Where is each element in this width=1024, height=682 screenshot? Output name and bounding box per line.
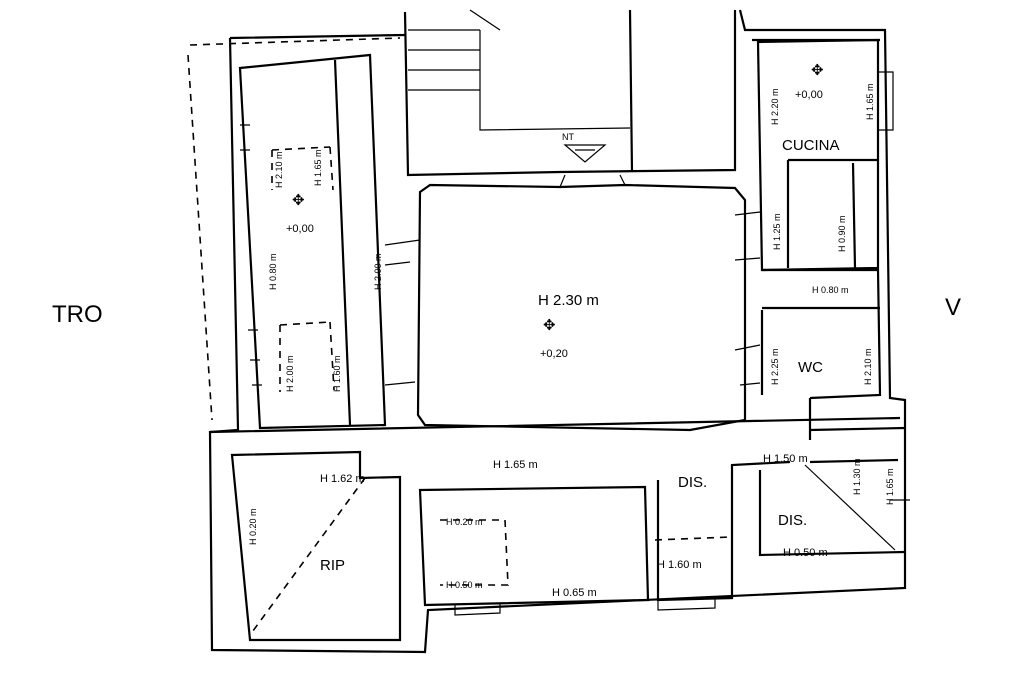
- side-label-right: V: [945, 294, 961, 321]
- rip-height: H 0.20 m: [248, 508, 258, 545]
- level-marker-icon: ✥: [292, 192, 305, 209]
- left-niche-lower: [279, 321, 335, 392]
- dis-h-165: H 1.65 m: [885, 468, 895, 505]
- left-room-walls: [238, 53, 387, 430]
- main-room-doors: [384, 174, 761, 386]
- dis-h-130: H 1.30 m: [852, 458, 862, 495]
- kitchen-h-low-left: H 1.25 m: [772, 213, 782, 250]
- kitchen-window: [878, 71, 894, 131]
- wc-name: WC: [798, 359, 823, 376]
- corridor-h-162: H 1.62 m: [320, 473, 365, 485]
- kitchen-h-left: H 2.20 m: [770, 88, 780, 125]
- dis-name-1: DIS.: [678, 474, 707, 491]
- nt-label: NT: [562, 132, 574, 142]
- main-room-walls: [416, 183, 747, 432]
- property-boundary: [187, 37, 401, 421]
- main-room-height: H 2.30 m: [538, 292, 599, 309]
- dis-name-2: DIS.: [778, 512, 807, 529]
- niche-h-top: H 0.20 m: [446, 517, 483, 527]
- dis-h-050: H 0.50 m: [783, 547, 828, 559]
- kitchen-walls: [756, 38, 880, 272]
- wc-h-right: H 2.10 m: [863, 348, 873, 385]
- corridor-walls: [209, 416, 906, 642]
- left-room-windows: [240, 124, 262, 386]
- room-h-065: H 0.65 m: [552, 587, 597, 599]
- stair-walls: [403, 9, 737, 177]
- low-niche: [440, 519, 731, 586]
- niche-h-bottom: H 0.50 m: [446, 580, 483, 590]
- wc-h-left: H 2.25 m: [770, 348, 780, 385]
- left-h-mid: H 0.80 m: [268, 253, 278, 290]
- stairs: [408, 9, 631, 131]
- rip-name: RIP: [320, 557, 345, 574]
- room-h-160: H 1.60 m: [657, 559, 702, 571]
- left-niche-upper: [271, 146, 334, 191]
- corridor-h-150: H 1.50 m: [763, 453, 808, 465]
- level-marker-icon: ✥: [811, 62, 824, 79]
- wc-h-top: H 0.80 m: [812, 285, 849, 295]
- kitchen-level: +0,00: [795, 89, 823, 101]
- left-h-low-b: H 1.60 m: [332, 355, 342, 392]
- wc-walls: [760, 268, 882, 440]
- left-level: +0,00: [286, 223, 314, 235]
- bottom-windows: [454, 499, 910, 616]
- kitchen-name: CUCINA: [782, 137, 840, 154]
- left-h-top-a: H 2.10 m: [274, 151, 284, 188]
- side-label-left: TRO: [52, 301, 103, 328]
- level-marker-icon: ✥: [543, 317, 556, 334]
- main-room-level: +0,20: [540, 348, 568, 360]
- left-h-low-a: H 2.00 m: [285, 355, 295, 392]
- kitchen-h-right: H 1.65 m: [865, 83, 875, 120]
- left-h-top-b: H 1.65 m: [313, 149, 323, 186]
- dis-diagonal: [804, 464, 896, 551]
- kitchen-h-low-right: H 0.90 m: [837, 215, 847, 252]
- corridor-h-165: H 1.65 m: [493, 459, 538, 471]
- nt-marker-icon: [563, 144, 607, 163]
- left-h-right: H 2.00 m: [373, 253, 383, 290]
- rip-diagonal: [249, 477, 366, 636]
